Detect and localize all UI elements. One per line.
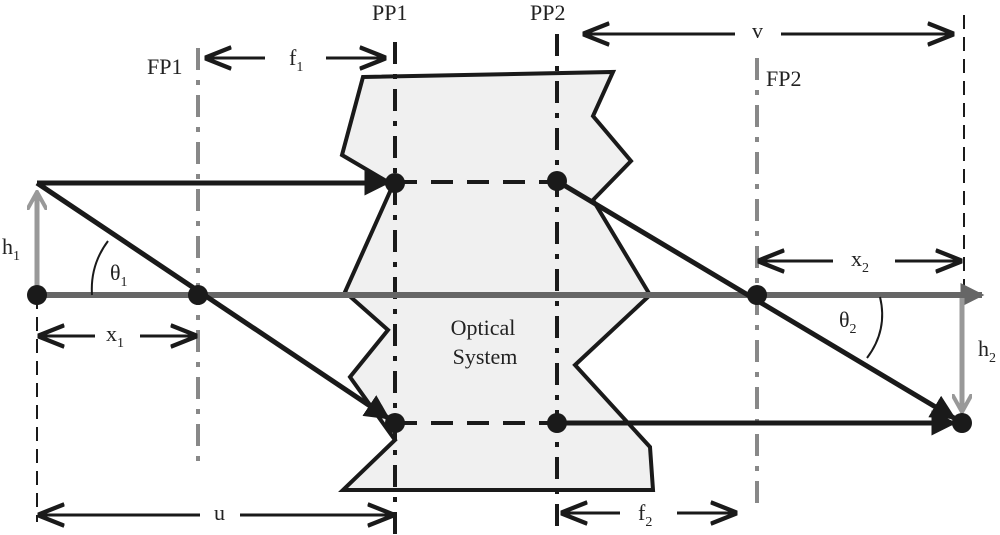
pp2-bottom-point — [547, 413, 567, 433]
pp2-top-point — [547, 171, 567, 191]
f1-label: f1 — [289, 45, 303, 75]
h2-label: h2 — [978, 336, 996, 366]
optical-system-block — [338, 69, 656, 492]
theta1-label: θ1 — [110, 260, 128, 290]
pp2-label: PP2 — [530, 0, 565, 25]
front-focal-point — [188, 285, 208, 305]
u-label: u — [214, 500, 225, 525]
x1-label: x1 — [106, 321, 124, 351]
h1-label: h1 — [2, 234, 20, 264]
ray-focal-incoming — [35, 180, 391, 421]
pp1-label: PP1 — [372, 0, 407, 25]
fp1-label: FP1 — [147, 54, 182, 79]
theta2-arc — [866, 296, 884, 359]
pp1-top-point — [385, 173, 405, 193]
theta2-label: θ2 — [839, 307, 857, 337]
object-base-point — [27, 285, 47, 305]
system-label-line2: System — [453, 344, 518, 369]
theta1-arc — [90, 240, 109, 296]
points — [27, 171, 972, 433]
x2-label: x2 — [851, 246, 869, 276]
f2-label: f2 — [638, 500, 652, 530]
pp1-bottom-point — [385, 413, 405, 433]
image-point — [952, 413, 972, 433]
system-label-line1: Optical — [451, 315, 516, 340]
fp2-label: FP2 — [766, 66, 801, 91]
v-label: v — [752, 18, 763, 43]
back-focal-point — [747, 285, 767, 305]
